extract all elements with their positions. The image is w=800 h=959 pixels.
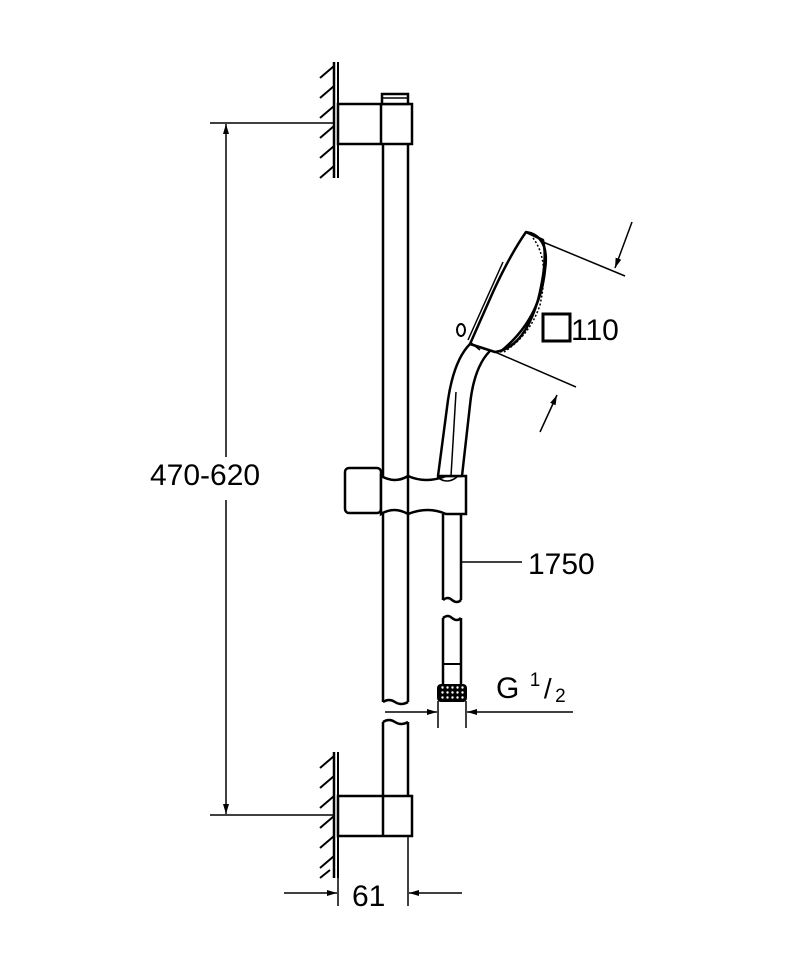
handshower-size-dimension bbox=[494, 221, 633, 433]
wall-projection-dimension bbox=[284, 836, 462, 906]
shower-hose bbox=[441, 514, 463, 685]
square-symbol-icon bbox=[541, 312, 572, 343]
hose-length-label: 1750 bbox=[528, 548, 595, 581]
lower-wall-bracket bbox=[336, 794, 414, 838]
handshower-size-label: 110 bbox=[571, 314, 619, 347]
rail-height-label: 470-620 bbox=[150, 459, 260, 492]
thread-dimension bbox=[385, 701, 573, 728]
upper-wall bbox=[319, 62, 339, 179]
handshower-holder-slider bbox=[343, 466, 468, 517]
thread-slash: / bbox=[544, 673, 552, 704]
handshower bbox=[436, 230, 548, 478]
upper-wall-bracket bbox=[336, 92, 414, 146]
thread-label: G 1 / 2 bbox=[496, 670, 566, 707]
thread-numerator: 1 bbox=[530, 670, 541, 691]
thread-denominator: 2 bbox=[555, 686, 566, 707]
sliding-rail bbox=[381, 144, 410, 800]
hose-nut bbox=[437, 684, 467, 702]
wall-projection-label: 61 bbox=[352, 880, 385, 913]
rail-height-dimension bbox=[210, 122, 334, 816]
thread-main: G bbox=[496, 672, 519, 705]
